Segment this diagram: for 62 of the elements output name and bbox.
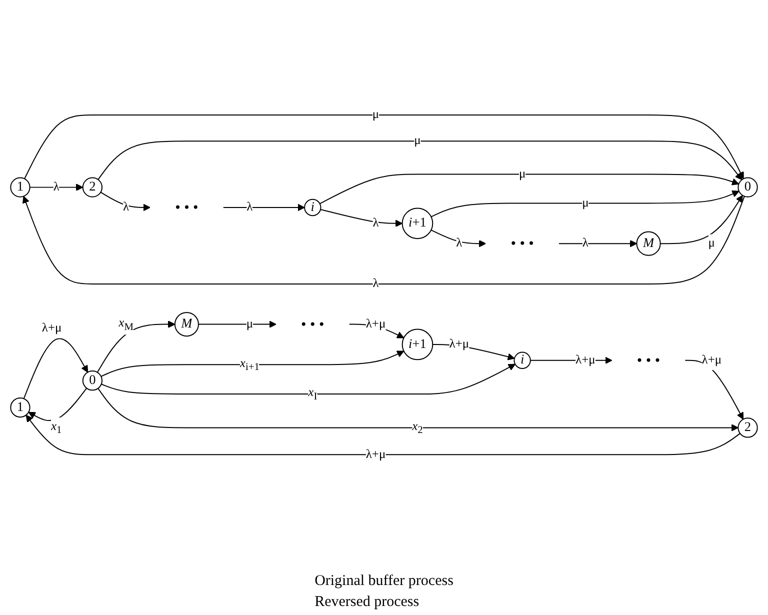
edge-label: λ	[456, 236, 462, 250]
edge-label: λ+μ	[576, 353, 596, 367]
arrow	[319, 173, 740, 204]
node-text: • • •	[636, 351, 660, 368]
arrow	[23, 338, 88, 399]
node-text: • • •	[510, 234, 534, 252]
arrow	[660, 194, 743, 244]
arrow	[530, 356, 612, 364]
edge-label: μ	[518, 167, 526, 180]
node-circle: i	[514, 351, 531, 369]
arrow	[100, 191, 150, 211]
node-circle: i+1	[402, 207, 434, 239]
arrow	[100, 364, 516, 394]
edge-label: μ	[582, 196, 589, 210]
edge-label: x$_{M}$	[118, 316, 134, 332]
arrow	[29, 183, 84, 191]
arrow	[100, 350, 404, 377]
arrow	[96, 320, 176, 373]
node-text: • • •	[301, 315, 324, 332]
caption: Reversed process	[314, 594, 420, 611]
edge-label: λ+μ	[366, 317, 386, 330]
node-circle: i+1	[402, 328, 434, 360]
edge-label: μ	[708, 236, 716, 250]
edge-label: μ	[414, 134, 421, 148]
edge-label: x$_{I}$	[308, 386, 318, 402]
node-circle: 2	[82, 176, 103, 198]
arrow	[22, 195, 745, 284]
arrow	[320, 208, 403, 227]
arrow	[222, 204, 305, 211]
edge-label: λ	[123, 200, 130, 214]
arrow	[26, 414, 741, 455]
arrow	[430, 229, 486, 247]
arrow	[98, 140, 742, 180]
arrow	[28, 387, 88, 421]
edge-label: x$_{2}$	[412, 420, 423, 436]
arrow	[98, 388, 739, 432]
edge-label: λ+μ	[42, 321, 62, 335]
node-text: • • •	[175, 198, 198, 216]
node-circle: i	[304, 198, 322, 216]
edge-label: x$_{1}$	[50, 420, 62, 436]
edge-label: λ	[582, 236, 588, 250]
node-circle: 2	[738, 417, 758, 438]
edge-label: x$_{i+1}$	[240, 356, 260, 372]
arrow	[24, 114, 744, 179]
arrow	[684, 360, 744, 420]
arrow	[198, 320, 276, 328]
edge-label: λ+μ	[366, 447, 386, 461]
node-circle: 0	[738, 176, 758, 198]
edge-label: λ+μ	[449, 337, 470, 351]
edge-label: λ	[246, 200, 253, 214]
arrow	[430, 190, 740, 217]
edge-label: λ	[53, 180, 60, 194]
edge-label: μ	[372, 108, 380, 122]
arrow	[558, 240, 638, 247]
edge-label: μ	[246, 317, 254, 330]
edge-label: λ+μ	[702, 353, 722, 367]
caption: Original buffer process	[314, 573, 454, 590]
node-circle: 0	[82, 370, 103, 390]
node-circle: 1	[10, 176, 30, 198]
edge-label: λ	[372, 276, 379, 290]
node-circle: 1	[10, 397, 30, 418]
edge-label: λ	[372, 216, 379, 230]
